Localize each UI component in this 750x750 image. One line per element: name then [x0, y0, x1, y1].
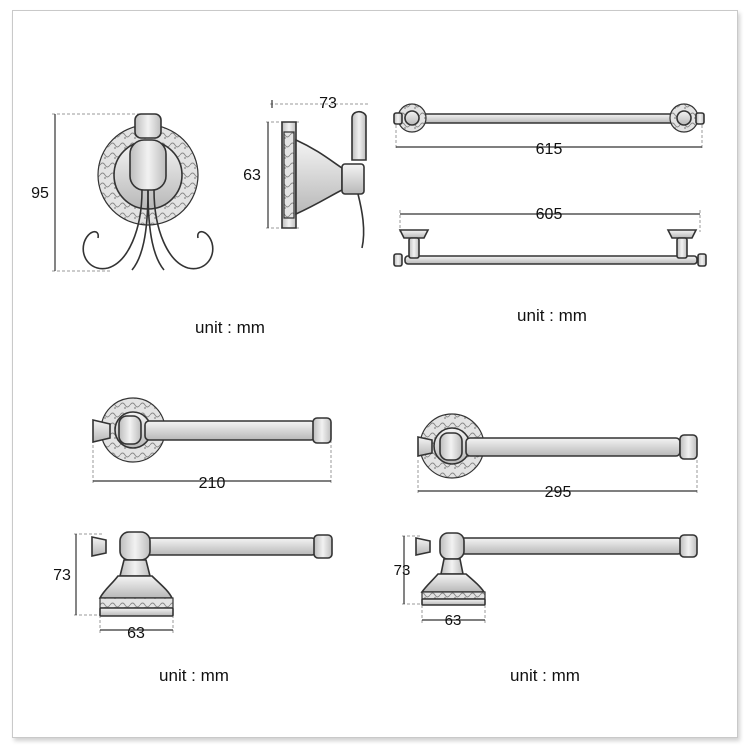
unit-label-top-left: unit : mm — [195, 318, 265, 337]
robe-hook-side-height-label: 63 — [243, 167, 261, 184]
unit-label-top-right: unit : mm — [517, 306, 587, 325]
towel-bar-605-length-label: 605 — [536, 206, 563, 223]
robe-hook-side — [266, 100, 368, 249]
towel-bar-615 — [393, 103, 705, 150]
towel-bar-295-base-label: 63 — [445, 612, 462, 629]
paper-holder-210-height-label: 73 — [53, 567, 71, 584]
towel-bar-295-side — [402, 532, 698, 624]
towel-bar-605 — [393, 210, 707, 267]
robe-hook-front — [52, 113, 214, 272]
paper-holder-210-base-label: 63 — [127, 625, 145, 642]
towel-bar-295-front — [417, 413, 698, 495]
towel-bar-295-length-label: 295 — [545, 484, 572, 501]
towel-bar-615-length-label: 615 — [536, 141, 563, 158]
robe-hook-side-depth-label: 73 — [319, 95, 337, 112]
robe-hook-height-label: 95 — [31, 185, 49, 202]
towel-bar-295-height-label: 73 — [394, 562, 411, 579]
unit-label-bottom-left: unit : mm — [159, 666, 229, 685]
unit-label-bottom-right: unit : mm — [510, 666, 580, 685]
paper-holder-210-front — [92, 397, 332, 485]
paper-holder-210-side — [74, 531, 333, 634]
paper-holder-210-length-label: 210 — [199, 475, 226, 492]
